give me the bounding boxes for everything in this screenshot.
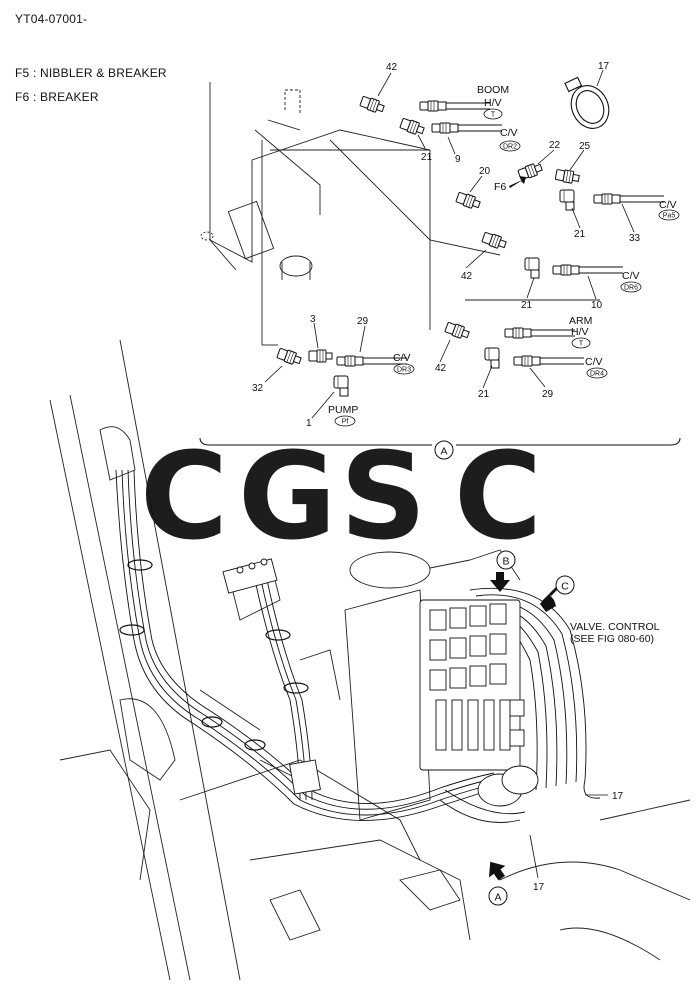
leader-lines (264, 69, 635, 419)
view-a-circle (434, 440, 454, 460)
control-valve-block (222, 558, 539, 807)
arrow-a-letter: A (494, 892, 501, 904)
label-see-fig: (SEE FIG 080-60) (570, 633, 654, 645)
callout-21: 21 (574, 229, 586, 240)
port-tags (334, 108, 680, 427)
callout-33: 33 (629, 233, 641, 244)
watermark-letter-g: G (238, 428, 337, 567)
view-a-brace (199, 437, 681, 446)
label-cv: C/V (659, 199, 677, 211)
cgsc-watermark: C G S C (140, 428, 542, 567)
tag-dr4: DR4 (590, 371, 604, 378)
callout-29: 29 (542, 389, 554, 400)
callout-42: 42 (461, 271, 473, 282)
callout-21: 21 (521, 300, 533, 311)
machine-lower-outline (49, 339, 691, 981)
tag-dr6: DR6 (624, 285, 638, 292)
tag-t: T (579, 341, 584, 348)
legend-f6: F6 : BREAKER (15, 90, 99, 104)
label-cv: C/V (393, 352, 411, 364)
label-boom: BOOM (477, 84, 509, 96)
label-f6: F6 (494, 181, 506, 193)
document-code: YT04-07001- (15, 12, 88, 26)
machine-frame-outline (200, 82, 600, 346)
callout-29: 29 (357, 316, 369, 327)
legend-f5: F5 : NIBBLER & BREAKER (15, 66, 167, 80)
callout-42: 42 (435, 363, 447, 374)
arrow-c-letter: C (561, 581, 569, 593)
callout-32: 32 (252, 383, 264, 394)
callout-25: 25 (579, 141, 591, 152)
tag-pa5: Pa5 (663, 213, 676, 220)
view-a-letter: A (440, 446, 447, 458)
label-cv: C/V (585, 356, 603, 368)
hose-clamps (119, 559, 309, 751)
hose-bundle-left (115, 469, 495, 821)
fitting-group-upper (275, 94, 665, 397)
callout-3: 3 (310, 314, 316, 325)
callout-1: 1 (306, 418, 312, 429)
label-arm: ARM (569, 315, 592, 327)
callout-10: 10 (591, 300, 603, 311)
tag-dr3: DR3 (397, 367, 411, 374)
view-arrows (488, 550, 608, 906)
label-cv: C/V (500, 127, 518, 139)
f6-arrow (509, 176, 526, 188)
callout-17: 17 (612, 791, 624, 802)
arrow-b-letter: B (502, 556, 509, 568)
label-valve-control: VALVE. CONTROL (570, 621, 660, 633)
callout-9: 9 (455, 154, 461, 165)
watermark-letter-s: S (340, 428, 426, 567)
callout-22: 22 (549, 140, 561, 151)
label-pump: PUMP (328, 404, 358, 416)
label-boom-hv: H/V (484, 97, 502, 109)
tag-t: T (491, 112, 496, 119)
callout-17: 17 (533, 882, 545, 893)
label-arm-hv: H/V (571, 326, 589, 338)
callout-21: 21 (478, 389, 490, 400)
tag-dr2: DR2 (503, 144, 517, 151)
watermark-letter-c2: C (454, 428, 542, 567)
callout-42: 42 (386, 62, 398, 73)
tag-pf: Pf (342, 419, 349, 426)
cable-tie-illustration (564, 76, 610, 129)
callout-20: 20 (479, 166, 491, 177)
label-cv: C/V (622, 270, 640, 282)
watermark-letter-c1: C (140, 428, 228, 567)
callout-17: 17 (598, 61, 610, 72)
callout-21: 21 (421, 152, 433, 163)
